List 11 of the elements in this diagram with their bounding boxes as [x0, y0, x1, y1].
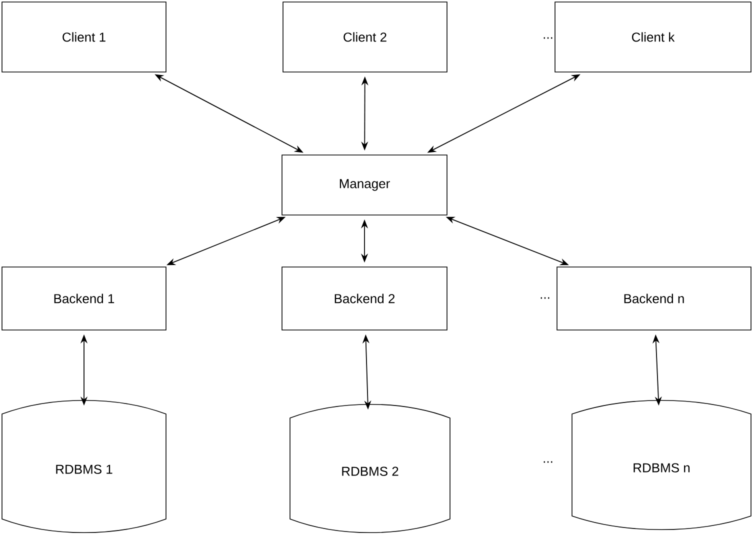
database-cylinder: RDBMS 1 — [2, 400, 166, 534]
database-cylinder: RDBMS 2 — [290, 404, 450, 534]
process-box: Client 1 — [2, 2, 166, 72]
process-box: Client k — [554, 2, 752, 72]
process-box: Client 2 — [282, 2, 448, 72]
ellipsis-label: ... — [544, 461, 552, 463]
process-box: Manager — [282, 154, 448, 216]
database-cylinder: RDBMS n — [572, 400, 752, 530]
process-box: Backend n — [556, 266, 752, 330]
process-box: Backend 1 — [2, 266, 166, 330]
process-box: Backend 2 — [282, 266, 448, 330]
